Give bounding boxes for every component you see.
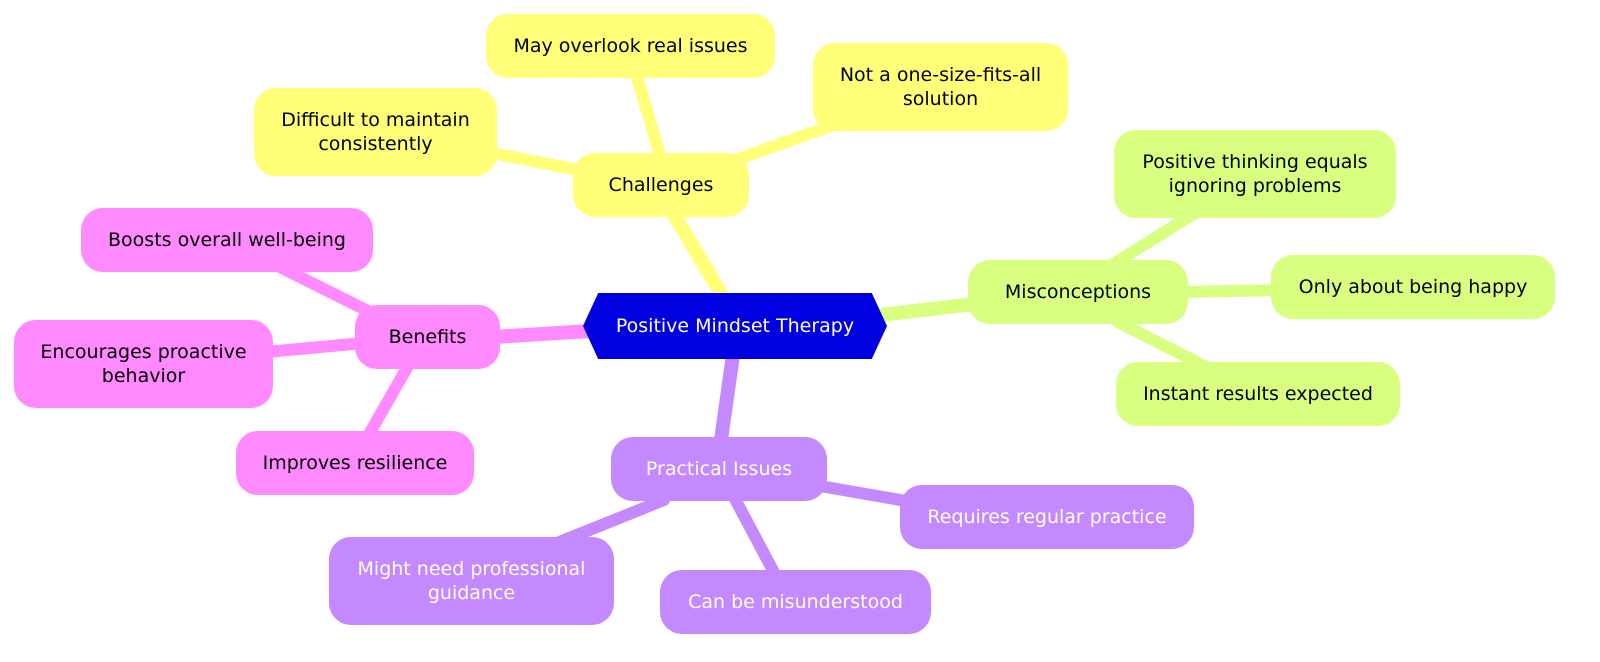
leaf-node-positive-thinking-equals-ignoring-problems-label: Positive thinking equals ignoring proble… (1142, 151, 1368, 197)
leaf-node-requires-regular-practice: Requires regular practice (900, 485, 1194, 549)
edge-benefits-encourages-proactive-behavior (260, 337, 370, 358)
leaf-node-can-be-misunderstood-label: Can be misunderstood (688, 591, 903, 613)
edge-root-misconceptions (873, 297, 981, 322)
edge-challenges-not-a-one-size-fits-all-solution (716, 116, 848, 171)
leaf-node-positive-thinking-equals-ignoring-problems: Positive thinking equals ignoring proble… (1114, 130, 1396, 218)
leaf-node-instant-results-expected-label: Instant results expected (1143, 383, 1373, 405)
branch-node-challenges-label: Challenges (608, 174, 714, 196)
edge-root-challenges (661, 198, 729, 302)
root-node: Positive Mindset Therapy (583, 293, 887, 359)
leaf-node-improves-resilience-label: Improves resilience (262, 452, 448, 474)
leaf-node-can-be-misunderstood: Can be misunderstood (660, 570, 931, 634)
branch-node-benefits: Benefits (355, 305, 500, 369)
edge-misconceptions-positive-thinking-equals-ignoring-problems (1104, 204, 1206, 272)
branch-node-benefits-label: Benefits (388, 326, 467, 348)
leaf-node-difficult-to-maintain-consistently-label: Difficult to maintain consistently (281, 109, 470, 155)
leaf-node-boosts-overall-well-being-label: Boosts overall well-being (108, 229, 346, 251)
leaf-node-may-overlook-real-issues-label: May overlook real issues (513, 35, 748, 57)
leaf-node-improves-resilience: Improves resilience (236, 431, 474, 495)
branch-node-challenges: Challenges (573, 153, 749, 217)
leaf-node-boosts-overall-well-being: Boosts overall well-being (81, 208, 373, 272)
leaf-node-encourages-proactive-behavior-label: Encourages proactive behavior (40, 341, 247, 387)
edge-misconceptions-only-about-being-happy (1174, 284, 1289, 298)
leaf-node-requires-regular-practice-label: Requires regular practice (927, 506, 1167, 528)
edge-practical-issues-requires-regular-practice (814, 480, 918, 508)
leaf-node-might-need-professional-guidance: Might need professional guidance (329, 537, 614, 625)
leaf-node-difficult-to-maintain-consistently: Difficult to maintain consistently (254, 88, 497, 176)
branch-node-misconceptions-label: Misconceptions (1004, 281, 1152, 303)
root-node-label: Positive Mindset Therapy (615, 315, 855, 337)
leaf-node-only-about-being-happy: Only about being happy (1271, 255, 1555, 319)
leaf-node-only-about-being-happy-label: Only about being happy (1298, 276, 1528, 298)
branch-node-practical-issues: Practical Issues (611, 437, 827, 501)
leaf-node-not-a-one-size-fits-all-solution-label: Not a one-size-fits-all solution (839, 64, 1042, 110)
edge-benefits-improves-resilience (362, 360, 414, 442)
edge-practical-issues-can-be-misunderstood (728, 491, 784, 586)
branch-node-practical-issues-label: Practical Issues (645, 458, 793, 480)
leaf-node-encourages-proactive-behavior: Encourages proactive behavior (14, 320, 273, 408)
leaf-node-might-need-professional-guidance-label: Might need professional guidance (357, 558, 586, 604)
edge-challenges-may-overlook-real-issues (630, 68, 669, 171)
branch-node-misconceptions: Misconceptions (968, 260, 1188, 324)
edge-benefits-boosts-overall-well-being (272, 260, 376, 318)
leaf-node-instant-results-expected: Instant results expected (1116, 362, 1400, 426)
leaf-node-not-a-one-size-fits-all-solution: Not a one-size-fits-all solution (813, 43, 1068, 131)
edge-root-practical-issues (713, 348, 740, 454)
edge-root-benefits (487, 324, 597, 344)
leaf-node-may-overlook-real-issues: May overlook real issues (486, 14, 775, 78)
